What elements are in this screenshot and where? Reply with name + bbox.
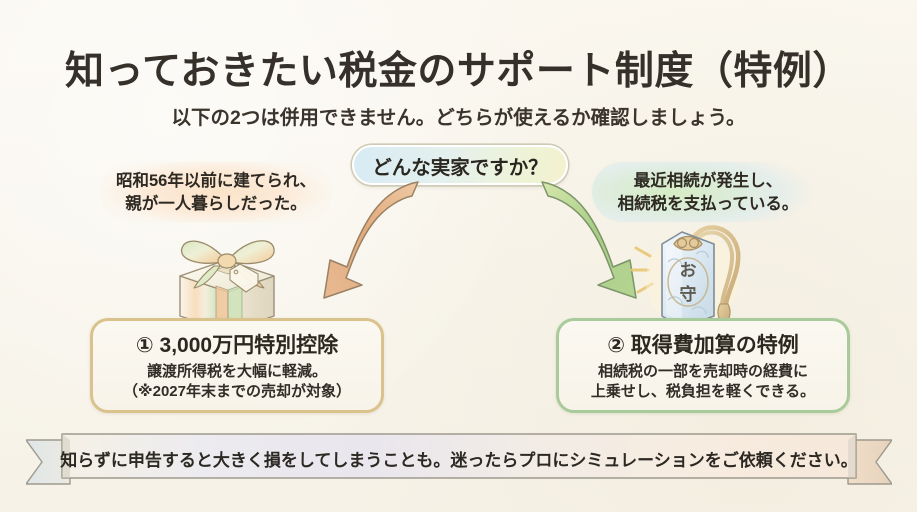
question-bubble-label: どんな実家ですか？	[372, 156, 548, 179]
svg-text:守: 守	[680, 284, 697, 305]
question-bubble: どんな実家ですか？	[352, 145, 568, 185]
result-card-2-title: ② 取得費加算の特例	[607, 333, 799, 357]
condition-text-right: 最近相続が発生し、 相続税を支払っている。	[592, 170, 824, 217]
result-card-1[interactable]: ① 3,000万円特別控除 譲渡所得税を大幅に軽減。 （※2027年末までの売却…	[90, 318, 384, 413]
condition-left-line1: 昭和56年以前に建てられ、	[115, 172, 317, 190]
bottom-ribbon-text: 知らずに申告すると大きく損をしてしまうことも。迷ったらプロにシミュレーションをご…	[60, 451, 858, 470]
condition-text-left: 昭和56年以前に建てられ、 親が一人暮らしだった。	[100, 170, 332, 217]
arrow-down-right-icon	[541, 181, 637, 299]
condition-highlight-right	[592, 162, 824, 222]
condition-right-line1: 最近相続が発生し、	[633, 172, 783, 190]
arrow-down-left-icon	[323, 181, 419, 299]
page-title: 知っておきたい税金のサポート制度（特例）	[65, 50, 852, 93]
result-card-1-title: ① 3,000万円特別控除	[135, 333, 339, 357]
result-card-2-desc-line2: 上乗せし、税負担を軽くできる。	[590, 383, 816, 400]
omamori-kanji-line1: お	[680, 261, 697, 281]
result-card-1-desc-line1: 譲渡所得税を大幅に軽減。	[146, 362, 327, 380]
result-card-1-desc-line2: （※2027年末までの売却が対象）	[123, 383, 351, 400]
gift-box-illustration	[179, 240, 275, 333]
condition-left-line2: 親が一人暮らしだった。	[125, 195, 307, 214]
result-card-2[interactable]: ② 取得費加算の特例 相続税の一部を売却時の経費に 上乗せし、税負担を軽くできる…	[556, 318, 850, 413]
result-card-2-description: 相続税の一部を売却時の経費に 上乗せし、税負担を軽くできる。	[591, 362, 815, 402]
condition-right-line2: 相続税を支払っている。	[617, 195, 799, 214]
result-card-1-description: 譲渡所得税を大幅に軽減。 （※2027年末までの売却が対象）	[123, 362, 351, 402]
condition-highlight-left	[100, 162, 332, 222]
bottom-ribbon-banner	[26, 433, 892, 485]
result-card-2-desc-line1: 相続税の一部を売却時の経費に	[597, 362, 808, 380]
omamori-charm-illustration: お 守	[630, 225, 741, 329]
page-subtitle: 以下の2つは併用できません。どちらが使えるか確認しましょう。	[171, 107, 746, 129]
